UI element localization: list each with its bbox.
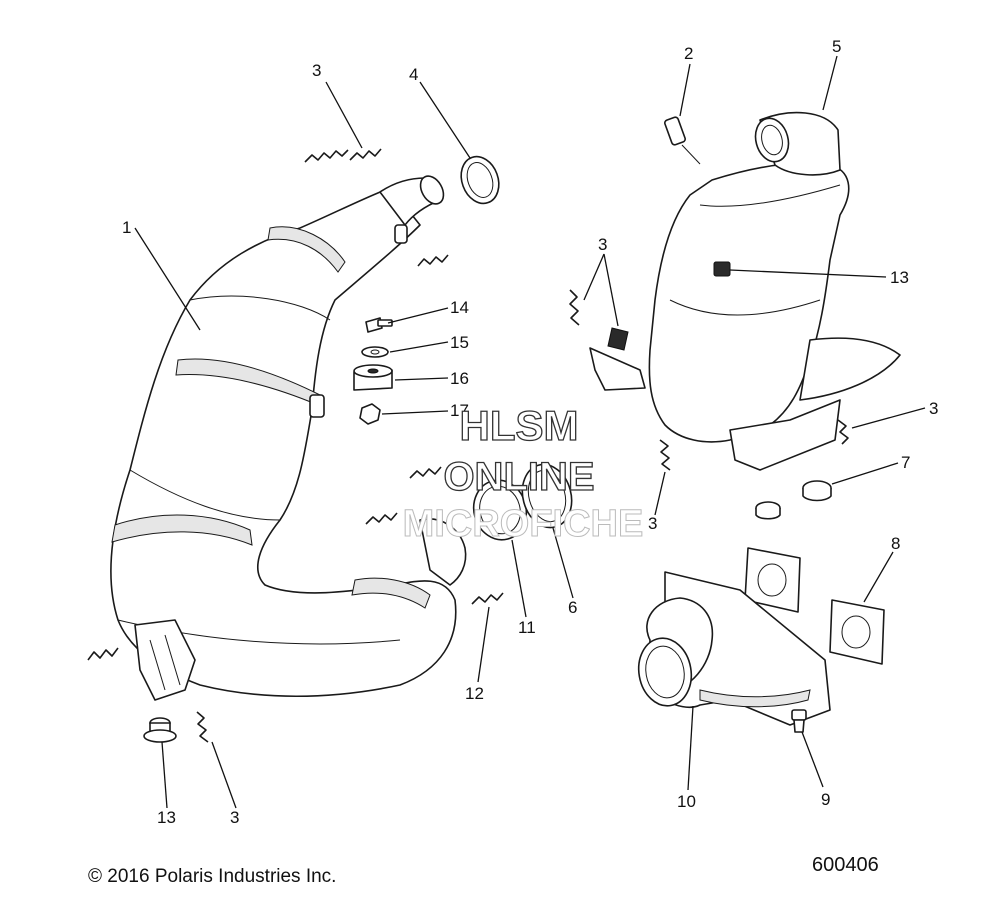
callout-11: 11 bbox=[518, 618, 536, 637]
spring-3-top-left bbox=[304, 148, 382, 163]
callout-1: 1 bbox=[122, 218, 131, 237]
part-6-gasket-ring bbox=[521, 463, 573, 529]
spring-3-right-mid bbox=[659, 439, 671, 471]
part-15-washer bbox=[361, 346, 389, 358]
spring-3-right-side bbox=[837, 419, 849, 445]
callout-15: 15 bbox=[450, 333, 469, 352]
callout-14: 14 bbox=[450, 298, 469, 317]
watermark-line-3: MICROFICHE bbox=[403, 503, 644, 545]
callout-16: 16 bbox=[450, 369, 469, 388]
callout-12: 12 bbox=[465, 684, 484, 703]
part-1-expansion-chamber bbox=[110, 175, 467, 701]
callout-13: 13 bbox=[890, 268, 909, 287]
part-5-silencer bbox=[589, 111, 901, 471]
callout-6: 6 bbox=[568, 598, 577, 617]
part-16-grommet bbox=[353, 364, 393, 391]
watermark: HLSM ONLINE MICROFICHE bbox=[402, 401, 644, 545]
copyright-notice: © 2016 Polaris Industries Inc. bbox=[88, 866, 337, 887]
part-14-bolt bbox=[365, 317, 393, 333]
part-2-sensor bbox=[664, 116, 701, 165]
watermark-line-2: ONLINE bbox=[443, 455, 594, 499]
spring-3-center bbox=[365, 466, 442, 525]
callout-8: 8 bbox=[891, 534, 900, 553]
diagram-number: 600406 bbox=[812, 854, 879, 876]
callout-7: 7 bbox=[901, 453, 910, 472]
callout-2: 2 bbox=[684, 44, 693, 63]
callout-3: 3 bbox=[230, 808, 239, 827]
callout-3: 3 bbox=[598, 235, 607, 254]
leader-lines bbox=[134, 55, 926, 809]
callout-4: 4 bbox=[409, 65, 418, 84]
part-8-flange-gasket bbox=[744, 547, 885, 665]
callout-3: 3 bbox=[929, 399, 938, 418]
spring-3-right-pair bbox=[569, 289, 629, 351]
part-7-grommet-2 bbox=[755, 501, 781, 520]
callout-3: 3 bbox=[312, 61, 321, 80]
spring-3-mid-top bbox=[417, 254, 449, 267]
part-4-gasket-ring bbox=[460, 155, 500, 205]
part-10-manifold bbox=[637, 571, 831, 726]
part-9-bolt bbox=[791, 709, 807, 733]
part-17-nut bbox=[359, 403, 381, 425]
callout-10: 10 bbox=[677, 792, 696, 811]
part-7-grommet bbox=[802, 480, 832, 502]
callout-5: 5 bbox=[832, 37, 841, 56]
callout-3: 3 bbox=[648, 514, 657, 533]
callout-13: 13 bbox=[157, 808, 176, 827]
spring-3-bottom bbox=[196, 711, 209, 743]
spring-3-left-bottom bbox=[87, 647, 119, 661]
part-13-plug bbox=[143, 717, 177, 743]
spring-3-part12 bbox=[471, 592, 504, 605]
callout-9: 9 bbox=[821, 790, 830, 809]
callout-labels: 1 3 4 14 15 16 17 2 5 3 13 3 7 3 6 11 12… bbox=[122, 37, 938, 827]
callout-17: 17 bbox=[450, 401, 469, 420]
watermark-line-1: HLSM bbox=[460, 402, 579, 449]
